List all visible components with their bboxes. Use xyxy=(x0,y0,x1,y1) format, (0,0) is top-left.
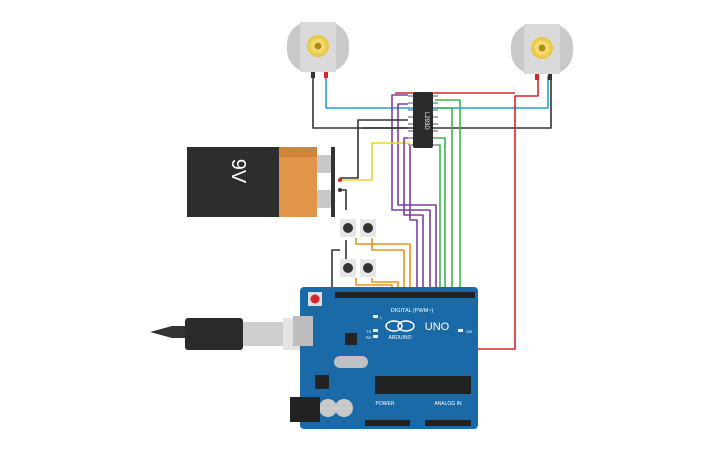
analog-header-label: ANALOG IN xyxy=(434,401,462,407)
wire-purple-1 xyxy=(391,94,431,290)
led-l-label: L xyxy=(380,315,383,320)
arduino-model: UNO xyxy=(425,321,450,333)
wire-orange-1 xyxy=(355,238,411,290)
led-rx-label: RX xyxy=(366,335,372,340)
push-button-1[interactable] xyxy=(340,219,356,237)
analog-header xyxy=(425,420,471,426)
push-button-4[interactable] xyxy=(360,259,376,277)
battery-voltage-label: 9V xyxy=(227,159,249,184)
led-tx-label: TX xyxy=(366,329,371,334)
wire-motor1-blue xyxy=(325,74,548,109)
battery-9v[interactable]: 9V xyxy=(187,147,342,217)
wire-purple-2 xyxy=(397,103,437,290)
led-on-label: ON xyxy=(466,329,472,334)
push-button-3[interactable] xyxy=(340,259,356,277)
wire-black-gnd xyxy=(340,119,408,179)
arduino-uno-board[interactable]: DIGITAL (PWM~) ARDUINO UNO L TX RX ON PO… xyxy=(290,287,478,429)
arduino-brand: ARDUINO xyxy=(388,335,411,341)
wire-purple-3 xyxy=(403,137,424,290)
wire-yellow xyxy=(340,142,410,181)
arduino-logo-icon xyxy=(385,320,403,332)
wire-orange-2 xyxy=(371,238,405,290)
digital-header xyxy=(335,292,475,298)
wire-orange-4 xyxy=(371,278,399,290)
wire-green-1 xyxy=(435,99,461,290)
push-buttons xyxy=(340,219,376,277)
dc-motor-left[interactable] xyxy=(287,22,349,78)
usb-cable xyxy=(150,318,303,350)
atmega-chip xyxy=(375,376,471,394)
power-header xyxy=(365,420,410,426)
wires xyxy=(312,74,552,420)
push-button-2[interactable] xyxy=(360,219,376,237)
wire-green-2 xyxy=(435,107,453,290)
wire-green-3 xyxy=(435,137,446,290)
dc-motor-right[interactable] xyxy=(511,24,573,80)
digital-header-label: DIGITAL (PWM~) xyxy=(391,308,434,314)
wire-battery-black xyxy=(340,189,347,210)
motor-driver-chip[interactable]: L293D xyxy=(408,92,438,148)
power-header-label: POWER xyxy=(376,401,395,407)
chip-label: L293D xyxy=(423,112,429,130)
